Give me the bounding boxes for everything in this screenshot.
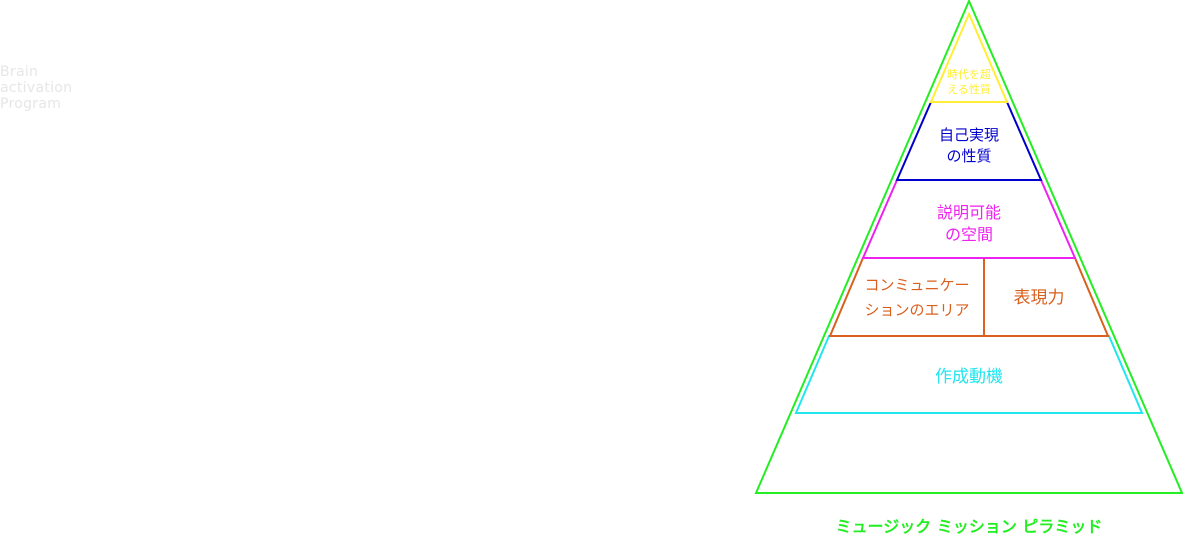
brand-line-3: Program — [0, 96, 62, 112]
level-timeless — [929, 11, 1009, 103]
label-timeless-1: 時代を超 — [947, 67, 991, 81]
pyramid-outer — [754, 0, 1183, 494]
pyramid-title: ミュージック ミッション ピラミッド — [836, 517, 1103, 536]
brand-line-1: Brain — [0, 64, 39, 80]
label-explainable-2: の空間 — [945, 225, 993, 244]
brand-logo-text: Brain activation Program — [0, 64, 72, 112]
label-self-realization-1: 自己実現 — [939, 126, 999, 144]
label-motivation: 作成動機 — [935, 367, 1003, 387]
label-explainable-1: 説明可能 — [937, 203, 1001, 222]
brand-line-2: activation — [0, 80, 73, 96]
label-self-realization-2: の性質 — [946, 147, 991, 165]
label-communication-1: コンミュニケー — [864, 276, 969, 294]
level-communication — [828, 257, 1110, 337]
label-expression: 表現力 — [1014, 288, 1065, 308]
label-communication-2: ションのエリア — [864, 301, 969, 319]
label-timeless-2: える性質 — [947, 82, 991, 96]
